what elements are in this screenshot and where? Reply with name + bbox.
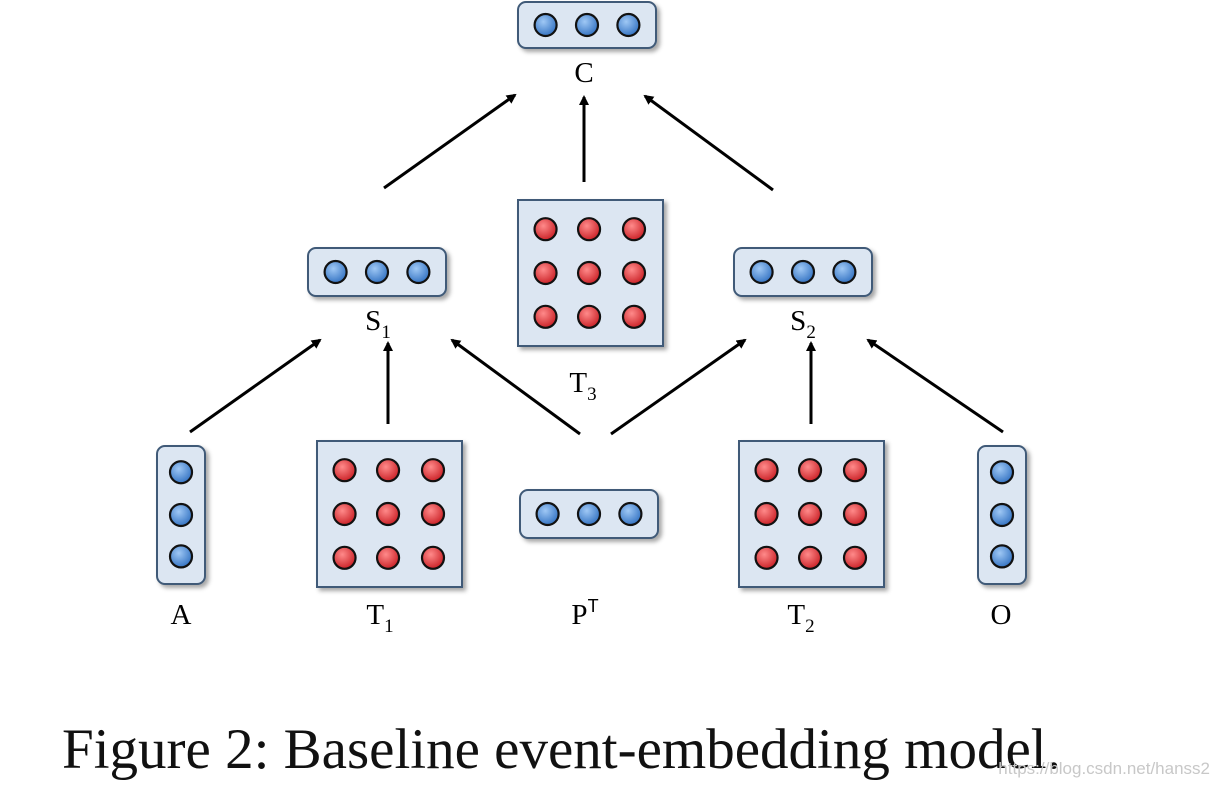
node-c-dot-0 — [533, 12, 558, 38]
node-t2-label-subscript: 2 — [805, 616, 815, 637]
node-t2-dot-0 — [754, 458, 779, 483]
node-c-dot-2 — [616, 12, 641, 38]
arrow-pt-to-s1 — [450, 338, 581, 436]
node-s2-dot-1 — [790, 259, 816, 285]
node-t1-label-main: T — [366, 599, 384, 631]
node-s1-label-main: S — [365, 305, 381, 337]
node-t3-dot-5 — [621, 260, 647, 286]
node-c-dot-1 — [574, 12, 600, 38]
arrow-s2-to-c — [643, 94, 774, 192]
node-o-dot-2 — [989, 544, 1015, 569]
node-a: A — [156, 445, 206, 631]
node-s2-label-main: S — [790, 305, 806, 337]
node-t3-label-main: T — [569, 367, 587, 399]
node-t2-dot-4 — [797, 501, 823, 527]
node-pt-label: PT — [571, 596, 598, 631]
node-t3-dot-7 — [576, 304, 602, 329]
node-s2-label-subscript: 2 — [806, 322, 816, 343]
node-a-dot-2 — [168, 544, 194, 569]
arrow-o-to-s2 — [866, 338, 1004, 434]
node-c-label-main: C — [574, 57, 593, 89]
node-s2-dot-0 — [749, 259, 774, 285]
node-t1-label: T1 — [366, 599, 393, 637]
node-c-label: C — [574, 57, 593, 89]
node-t1-dot-2 — [420, 458, 446, 483]
figure-caption: Figure 2: Baseline event-embedding model… — [62, 718, 1061, 781]
node-s1: S1 — [307, 247, 447, 343]
node-t1: T1 — [316, 440, 463, 637]
node-s1-label-subscript: 1 — [381, 322, 391, 343]
node-t3-dot-6 — [533, 304, 558, 329]
node-t3-label-subscript: 3 — [587, 384, 597, 405]
node-t3-dot-4 — [576, 260, 602, 286]
node-c: C — [517, 1, 657, 89]
node-t1-dot-7 — [375, 545, 401, 570]
node-pt-label-main: P — [571, 599, 587, 631]
node-t3: T3 — [517, 199, 664, 405]
node-o-dot-0 — [989, 460, 1015, 485]
node-t1-dot-8 — [420, 545, 446, 570]
node-a-dot-1 — [168, 502, 194, 528]
arrow-s1-to-c — [383, 93, 517, 190]
node-t1-dot-1 — [375, 458, 401, 483]
node-t3-dot-3 — [533, 260, 558, 286]
node-s1-label: S1 — [365, 305, 391, 343]
node-t1-dot-5 — [420, 501, 446, 527]
node-a-dot-0 — [168, 460, 194, 485]
node-t2-dot-3 — [754, 501, 779, 527]
node-t2-dot-5 — [842, 501, 868, 527]
node-s1-dot-1 — [364, 259, 390, 285]
node-t2-dot-7 — [797, 545, 823, 570]
node-t3-label: T3 — [569, 367, 596, 405]
arrow-pt-to-s2 — [610, 338, 747, 436]
node-t3-dot-8 — [621, 304, 647, 329]
arrow-a-to-s1 — [189, 338, 322, 434]
node-o: O — [977, 445, 1027, 631]
node-pt: PT — [519, 489, 659, 631]
node-t3-dot-2 — [621, 217, 647, 242]
node-pt-dot-2 — [618, 501, 643, 527]
node-t1-dot-3 — [332, 501, 357, 527]
node-o-label-main: O — [991, 599, 1012, 631]
node-a-label-main: A — [171, 599, 192, 631]
node-t3-dot-1 — [576, 217, 602, 242]
node-s1-dot-0 — [323, 259, 348, 285]
node-s2: S2 — [733, 247, 873, 343]
node-pt-dot-1 — [576, 501, 602, 527]
edges — [189, 93, 1004, 436]
node-t2-dot-1 — [797, 458, 823, 483]
node-t2-label: T2 — [787, 599, 814, 637]
node-s1-dot-2 — [406, 259, 431, 285]
node-t2: T2 — [738, 440, 885, 637]
node-t2-dot-2 — [842, 458, 868, 483]
node-t1-dot-6 — [332, 545, 357, 570]
node-s2-label: S2 — [790, 305, 816, 343]
node-t1-dot-4 — [375, 501, 401, 527]
node-t2-label-main: T — [787, 599, 805, 631]
node-o-label: O — [991, 599, 1012, 631]
node-t2-dot-8 — [842, 545, 868, 570]
node-pt-label-superscript: T — [588, 596, 599, 616]
node-o-dot-1 — [989, 502, 1015, 528]
node-pt-dot-0 — [535, 501, 560, 527]
watermark: https://blog.csdn.net/hanss2 — [998, 759, 1210, 778]
node-t1-dot-0 — [332, 458, 357, 483]
node-a-label: A — [171, 599, 192, 631]
node-t3-dot-0 — [533, 217, 558, 242]
node-t1-label-subscript: 1 — [384, 616, 394, 637]
node-t2-dot-6 — [754, 545, 779, 570]
node-s2-dot-2 — [832, 259, 857, 285]
